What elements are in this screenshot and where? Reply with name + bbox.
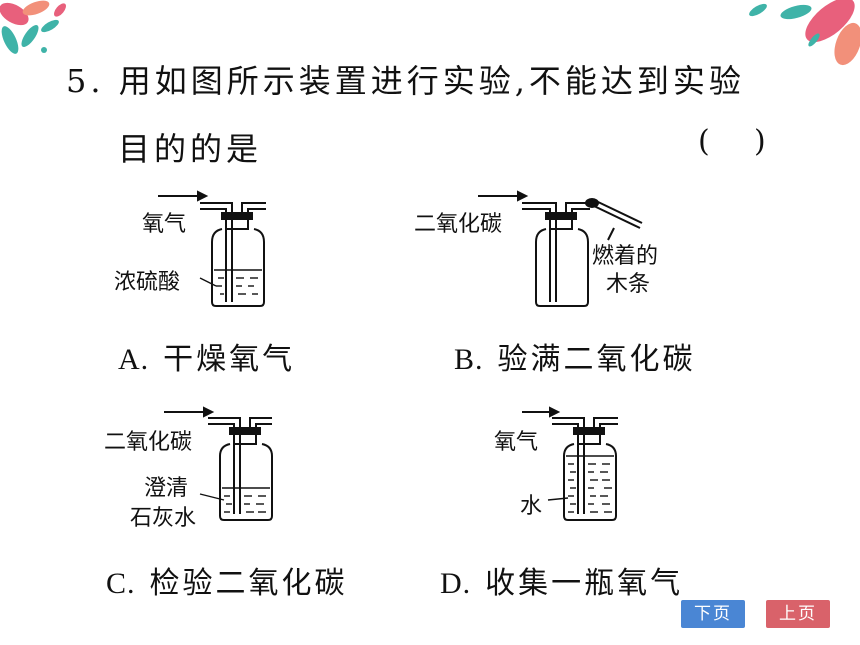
option-a[interactable]: A. 干燥氧气: [118, 334, 295, 378]
option-a-letter: A.: [118, 343, 150, 376]
figure-c-liquid-label-2: 石灰水: [130, 506, 197, 531]
option-c-letter: C.: [106, 567, 136, 600]
option-d-letter: D.: [440, 567, 472, 600]
figure-b-gas-label: 二氧化碳: [414, 212, 503, 237]
top-left-leaf-decoration: [0, 0, 66, 54]
option-d-text: 收集一瓶氧气: [485, 566, 684, 601]
figure-d-liquid-label: 水: [520, 494, 543, 519]
figure-c-gas-label: 二氧化碳: [104, 430, 193, 455]
option-a-text: 干燥氧气: [163, 342, 296, 377]
previous-page-button[interactable]: 上页: [766, 600, 830, 628]
option-c-text: 检验二氧化碳: [149, 566, 348, 601]
option-b-letter: B.: [454, 343, 484, 376]
option-b-text: 验满二氧化碳: [497, 342, 696, 377]
option-d[interactable]: D. 收集一瓶氧气: [440, 558, 683, 602]
figure-b-stick-label-2: 木条: [606, 272, 651, 297]
answer-open-paren: (: [698, 124, 710, 159]
option-c[interactable]: C. 检验二氧化碳: [106, 558, 348, 602]
figure-d-gas-label: 氧气: [494, 430, 539, 455]
figure-a-liquid-label: 浓硫酸: [114, 270, 181, 295]
question-line-2: 目的的是: [118, 130, 263, 168]
figure-b-stick-label-1: 燃着的: [592, 244, 659, 269]
figure-a-gas-label: 氧气: [142, 212, 187, 237]
answer-close-paren: ): [754, 124, 766, 159]
next-page-button[interactable]: 下页: [681, 600, 745, 628]
question-stem: 用如图所示装置进行实验,不能达到实验: [118, 62, 745, 100]
question-line-1: 5. 用如图所示装置进行实验,不能达到实验: [66, 56, 745, 102]
answer-blank[interactable]: (): [698, 124, 766, 159]
top-right-leaf-decoration: [749, 0, 860, 66]
figure-c-liquid-label-1: 澄清: [144, 476, 189, 501]
question-number: 5.: [66, 62, 105, 100]
option-b[interactable]: B. 验满二氧化碳: [454, 334, 696, 378]
